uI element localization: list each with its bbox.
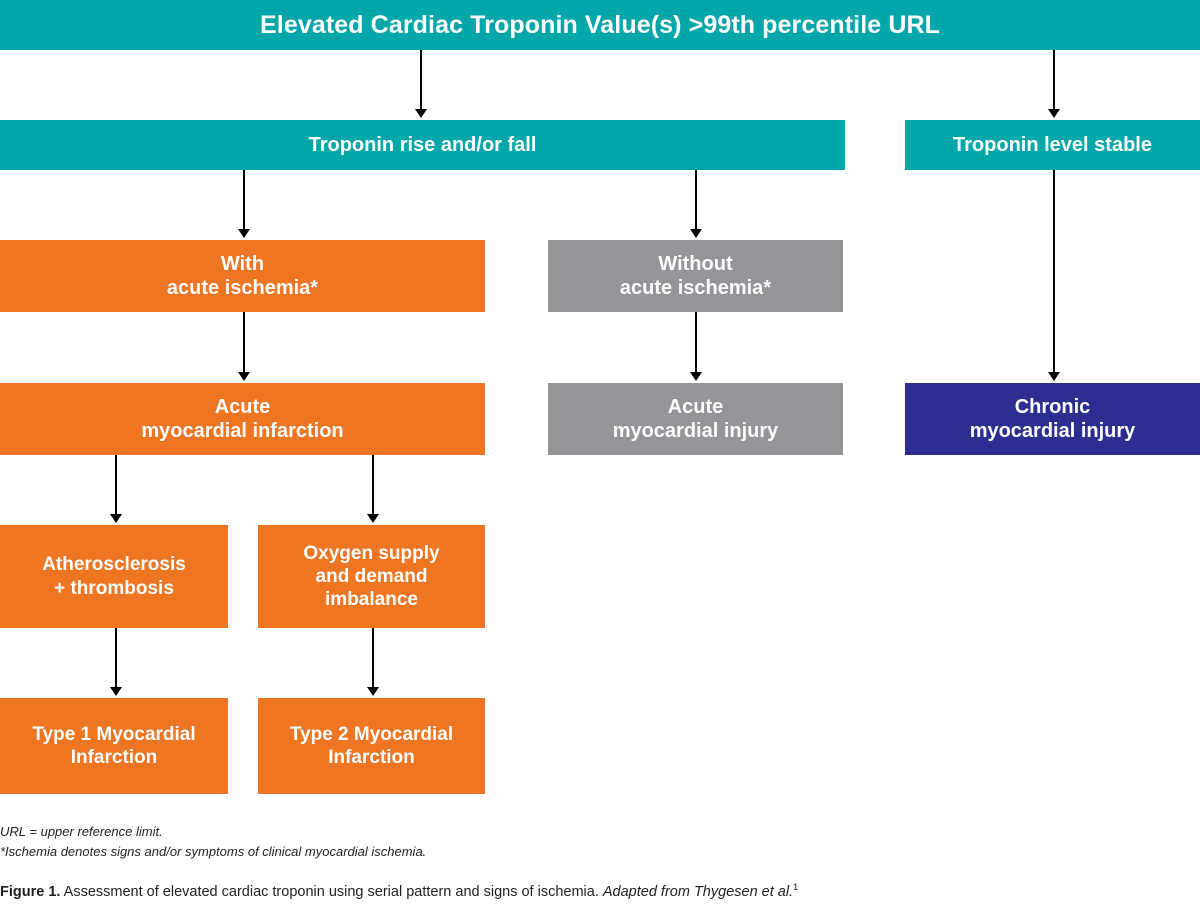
figure-caption: Figure 1. Assessment of elevated cardiac… — [0, 882, 1200, 902]
node-acute-myocardial-injury: Acute myocardial injury — [548, 383, 843, 455]
arrow-with-ischemia-to-acute-mi — [235, 312, 253, 381]
caption-attribution: Adapted from Thygesen et al. — [602, 883, 794, 900]
arrow-atherosclerosis-to-type-1-mi — [107, 628, 125, 696]
node-chronic-myocardial-injury: Chronic myocardial injury — [905, 383, 1200, 455]
caption-description: Assessment of elevated cardiac troponin … — [60, 883, 603, 900]
caption-reference-marker: 1 — [793, 882, 799, 892]
figure-footnotes: URL = upper reference limit. *Ischemia d… — [0, 822, 900, 862]
arrow-header-to-level-stable — [1045, 50, 1063, 118]
node-acute-myocardial-infarction: Acute myocardial infarction — [0, 383, 485, 455]
node-type-1-myocardial-infarction: Type 1 Myocardial Infarction — [0, 698, 228, 794]
node-oxygen-supply-demand-imbalance: Oxygen supply and demand imbalance — [258, 525, 485, 628]
node-type-2-myocardial-infarction: Type 2 Myocardial Infarction — [258, 698, 485, 794]
footnote-ischemia-definition: *Ischemia denotes signs and/or symptoms … — [0, 844, 427, 860]
node-with-acute-ischemia: With acute ischemia* — [0, 240, 485, 312]
arrow-level-stable-to-chronic-injury — [1045, 170, 1063, 381]
arrow-rise-fall-to-without-ischemia — [687, 170, 705, 238]
caption-figure-number: Figure 1. — [0, 883, 61, 900]
arrow-rise-fall-to-with-ischemia — [235, 170, 253, 238]
node-without-acute-ischemia: Without acute ischemia* — [548, 240, 843, 312]
arrow-acute-mi-to-atherosclerosis — [107, 455, 125, 523]
node-atherosclerosis-thrombosis: Atherosclerosis + thrombosis — [0, 525, 228, 628]
node-elevated-troponin: Elevated Cardiac Troponin Value(s) >99th… — [0, 0, 1200, 50]
footnote-url-definition: URL = upper reference limit. — [0, 824, 163, 839]
arrow-header-to-rise-fall — [412, 50, 430, 118]
arrow-without-ischemia-to-acute-injury — [687, 312, 705, 381]
node-troponin-level-stable: Troponin level stable — [905, 120, 1200, 170]
node-troponin-rise-fall: Troponin rise and/or fall — [0, 120, 845, 170]
arrow-oxygen-imbalance-to-type-2-mi — [364, 628, 382, 696]
arrow-acute-mi-to-oxygen-imbalance — [364, 455, 382, 523]
